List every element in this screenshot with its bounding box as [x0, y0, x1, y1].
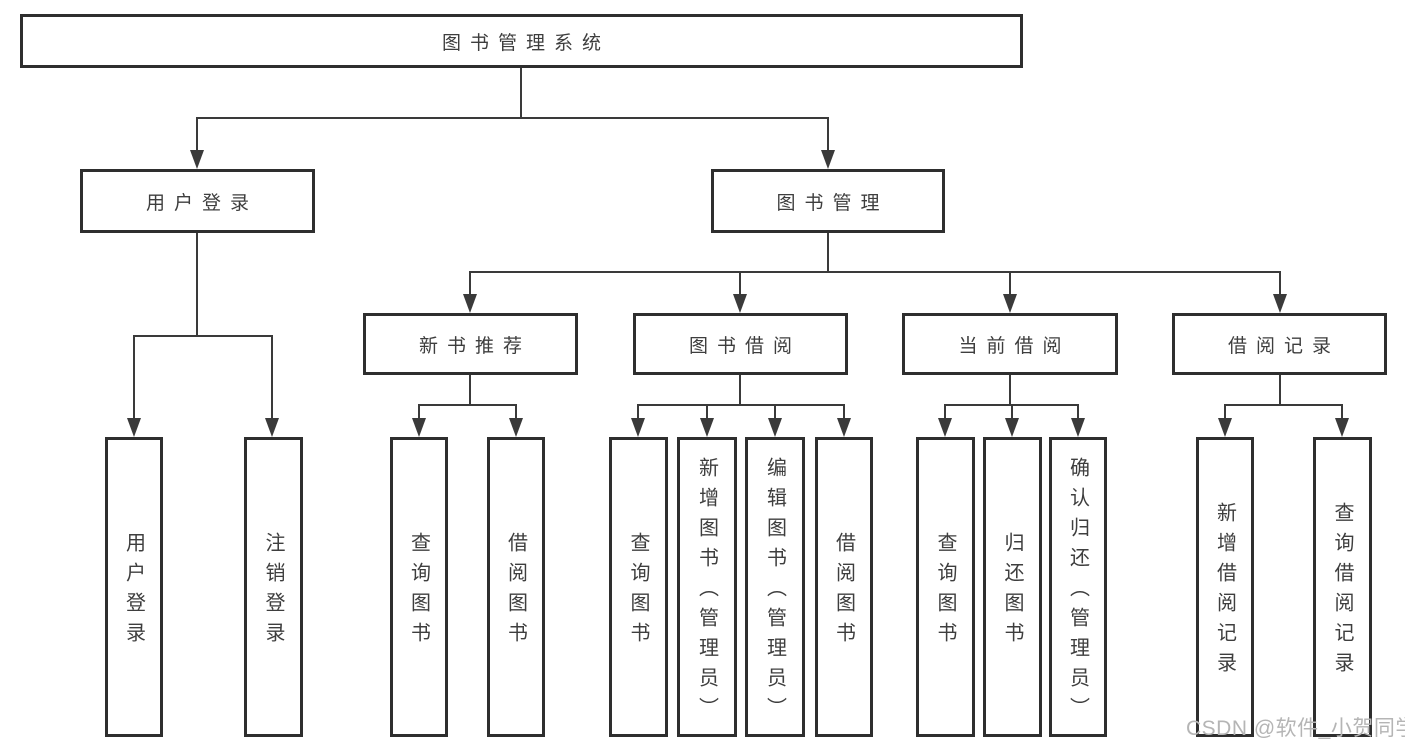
leaf-borrow-book-label: 借阅图书 — [832, 532, 855, 652]
node-borrow-record: 借阅记录 — [1172, 313, 1387, 375]
leaf-logout-label: 注销登录 — [262, 532, 284, 652]
connector-line — [944, 404, 946, 424]
node-user-login: 用户登录 — [80, 169, 315, 233]
arrow-down-icon — [1003, 294, 1017, 313]
arrow-down-icon — [1273, 294, 1287, 313]
leaf-edit-book-admin-label: 编辑图书（管理员） — [763, 457, 786, 727]
leaf-add-book-admin: 新增图书（管理员） — [677, 437, 737, 737]
arrow-down-icon — [463, 294, 477, 313]
node-book-borrow-label: 图书借阅 — [688, 335, 801, 357]
node-new-book-recommend-label: 新书推荐 — [418, 335, 531, 357]
leaf-add-borrow-record-label: 新增借阅记录 — [1213, 502, 1236, 682]
leaf-query-book-borrow-label: 查询图书 — [627, 532, 649, 652]
connector-line — [196, 233, 198, 336]
leaf-query-book-borrow: 查询图书 — [609, 437, 668, 737]
arrow-down-icon — [700, 418, 714, 437]
arrow-down-icon — [412, 418, 426, 437]
leaf-confirm-return-admin-label: 确认归还（管理员） — [1066, 457, 1089, 727]
connector-line — [196, 117, 198, 153]
arrow-down-icon — [265, 418, 279, 437]
arrow-down-icon — [938, 418, 952, 437]
arrow-down-icon — [190, 150, 204, 169]
connector-line — [418, 404, 420, 424]
node-root: 图书管理系统 — [20, 14, 1023, 68]
connector-line — [1225, 404, 1343, 406]
connector-line — [1077, 404, 1079, 424]
arrow-down-icon — [509, 418, 523, 437]
leaf-logout: 注销登录 — [244, 437, 303, 737]
arrow-down-icon — [127, 418, 141, 437]
leaf-confirm-return-admin: 确认归还（管理员） — [1049, 437, 1107, 737]
leaf-query-book-current: 查询图书 — [916, 437, 975, 737]
connector-line — [133, 335, 135, 423]
leaf-borrow-book-recommend: 借阅图书 — [487, 437, 545, 737]
connector-line — [1224, 404, 1226, 424]
connector-line — [739, 375, 741, 406]
connector-line — [470, 271, 1281, 273]
node-new-book-recommend: 新书推荐 — [363, 313, 578, 375]
connector-line — [1341, 404, 1343, 424]
connector-line — [827, 233, 829, 273]
arrow-down-icon — [1335, 418, 1349, 437]
connector-line — [1279, 271, 1281, 299]
connector-line — [469, 375, 471, 406]
arrow-down-icon — [1218, 418, 1232, 437]
arrow-down-icon — [821, 150, 835, 169]
connector-line — [419, 404, 517, 406]
connector-line — [515, 404, 517, 424]
connector-line — [637, 404, 639, 424]
node-book-management: 图书管理 — [711, 169, 945, 233]
leaf-query-borrow-record-label: 查询借阅记录 — [1331, 502, 1353, 682]
node-book-borrow: 图书借阅 — [633, 313, 848, 375]
leaf-edit-book-admin: 编辑图书（管理员） — [745, 437, 805, 737]
connector-line — [774, 404, 776, 424]
connector-line — [469, 271, 471, 299]
leaf-add-book-admin-label: 新增图书（管理员） — [695, 457, 718, 727]
arrow-down-icon — [631, 418, 645, 437]
node-root-label: 图书管理系统 — [441, 32, 610, 54]
leaf-query-book-recommend: 查询图书 — [390, 437, 448, 737]
node-user-login-label: 用户登录 — [145, 192, 258, 214]
arrow-down-icon — [768, 418, 782, 437]
leaf-query-book-recommend-label: 查询图书 — [407, 532, 430, 652]
leaf-add-borrow-record: 新增借阅记录 — [1196, 437, 1254, 737]
node-book-management-label: 图书管理 — [776, 192, 889, 214]
connector-line — [843, 404, 845, 424]
connector-line — [1279, 375, 1281, 406]
leaf-user-login-label: 用户登录 — [122, 532, 145, 652]
connector-line — [739, 271, 741, 299]
connector-line — [1009, 271, 1011, 299]
leaf-return-book: 归还图书 — [983, 437, 1042, 737]
connector-line — [1009, 375, 1011, 406]
connector-line — [520, 68, 522, 118]
leaf-query-borrow-record: 查询借阅记录 — [1313, 437, 1372, 737]
leaf-borrow-book: 借阅图书 — [815, 437, 873, 737]
leaf-return-book-label: 归还图书 — [1001, 532, 1023, 652]
csdn-watermark: CSDN @软件_小贺同学 — [1186, 717, 1405, 740]
arrow-down-icon — [733, 294, 747, 313]
connector-line — [706, 404, 708, 424]
arrow-down-icon — [837, 418, 851, 437]
connector-line — [134, 335, 273, 337]
arrow-down-icon — [1071, 418, 1085, 437]
connector-line — [1011, 404, 1013, 424]
arrow-down-icon — [1005, 418, 1019, 437]
connector-line — [197, 117, 829, 119]
connector-line — [271, 335, 273, 423]
node-current-borrow-label: 当前借阅 — [958, 335, 1071, 357]
leaf-borrow-book-recommend-label: 借阅图书 — [504, 532, 527, 652]
leaf-user-login: 用户登录 — [105, 437, 163, 737]
node-current-borrow: 当前借阅 — [902, 313, 1118, 375]
node-borrow-record-label: 借阅记录 — [1227, 335, 1340, 357]
leaf-query-book-current-label: 查询图书 — [934, 532, 956, 652]
connector-line — [827, 117, 829, 153]
connector-line — [638, 404, 845, 406]
